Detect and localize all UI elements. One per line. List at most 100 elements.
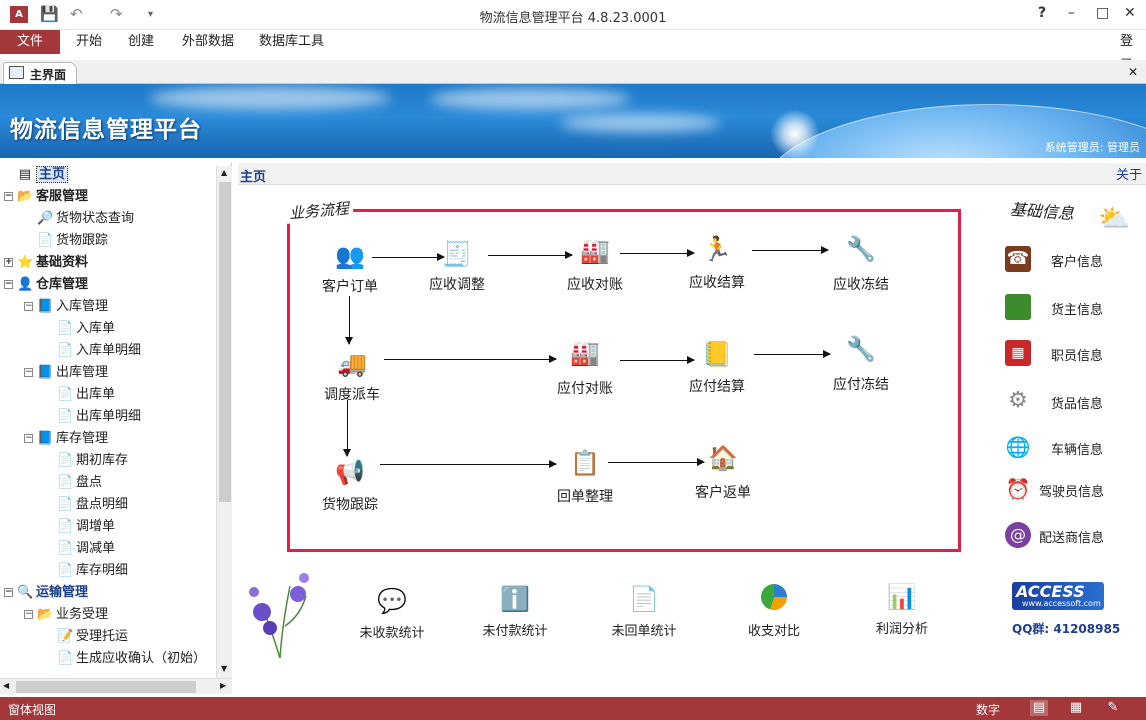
node-ar-settle[interactable]: 🏃应收结算 — [680, 232, 754, 292]
nav-vertical-scrollbar[interactable]: ▲ ▼ — [216, 166, 232, 678]
nav-item[interactable]: ▤主页 — [4, 164, 69, 186]
node-customer-order[interactable]: 👥客户订单 — [314, 242, 386, 296]
stat-unreturned[interactable]: 📄未回单统计 — [594, 584, 694, 639]
form-view-icon[interactable]: ▤ — [1030, 700, 1048, 716]
basic-item-staff[interactable]: ▦ 职员信息 — [1005, 340, 1135, 368]
tree-expander-icon[interactable]: − — [24, 301, 33, 311]
node-tracking[interactable]: 📢货物跟踪 — [312, 456, 388, 514]
tree-expander-icon[interactable]: + — [4, 257, 13, 267]
scroll-thumb[interactable] — [16, 681, 196, 693]
nav-horizontal-scrollbar[interactable]: ◀ ▶ — [0, 678, 232, 694]
signin-link[interactable]: 登录 — [1120, 34, 1134, 73]
tree-item-icon: 👤 — [17, 277, 34, 292]
tab-home[interactable]: 开始 — [76, 34, 103, 49]
stat-income-expense[interactable]: 收支对比 — [724, 584, 824, 639]
nav-item[interactable]: 📝受理托运 — [44, 626, 128, 648]
redo-icon[interactable]: ↷ — [110, 5, 123, 23]
save-icon[interactable]: 💾 — [40, 5, 59, 23]
main-header: 主页 关于 — [238, 163, 1146, 185]
tree-item-icon: 📄 — [57, 497, 74, 512]
basic-item-customer[interactable]: ☎ 客户信息 — [1005, 246, 1104, 272]
node-ap-freeze[interactable]: 🔧应付冻结 — [824, 330, 898, 394]
documents-icon: 📄 — [629, 585, 659, 613]
tab-file[interactable]: 文件 — [0, 30, 60, 54]
tree-expander-icon[interactable]: − — [4, 279, 13, 289]
close-doc-tab-button[interactable]: ✕ — [1128, 65, 1139, 79]
scroll-up-icon[interactable]: ▲ — [221, 168, 228, 177]
basic-item-vehicle[interactable]: 🌐 车辆信息 — [1005, 435, 1104, 459]
nav-item[interactable]: −📂客服管理 — [4, 186, 88, 208]
nav-item[interactable]: −📘出库管理 — [24, 362, 108, 384]
access-app-icon[interactable]: A — [10, 6, 28, 23]
nav-item[interactable]: 📄出库单 — [44, 384, 115, 406]
notebook-pen-icon: 📒 — [702, 340, 732, 368]
node-return[interactable]: 🏠客户返单 — [686, 440, 760, 502]
tree-item-icon: 📘 — [37, 365, 54, 380]
nav-item[interactable]: 📄库存明细 — [44, 560, 128, 582]
tree-expander-icon[interactable]: − — [24, 367, 33, 377]
house-icon: 🏠 — [708, 444, 738, 472]
document-tab-strip: 主界面 ✕ — [0, 60, 1146, 84]
nav-item[interactable]: 📄生成应收确认（初始） — [44, 648, 206, 670]
tab-external-data[interactable]: 外部数据 — [182, 34, 235, 49]
scroll-thumb[interactable] — [219, 182, 231, 502]
tree-expander-icon[interactable]: − — [4, 191, 13, 201]
node-ap-reconcile[interactable]: 🏭应付对账 — [548, 334, 622, 398]
speech-bubble-icon: 💬 — [377, 587, 407, 615]
node-ar-reconcile[interactable]: 🏭应收对账 — [558, 234, 632, 294]
nav-item[interactable]: 📄入库单明细 — [44, 340, 141, 362]
bar-chart-icon: 📊 — [887, 583, 917, 611]
status-bar: 窗体视图 数字 ▤ ▦ ✎ — [0, 697, 1146, 720]
maximize-button[interactable]: □ — [1096, 5, 1110, 21]
nav-item[interactable]: 📄调增单 — [44, 516, 115, 538]
undo-icon[interactable]: ↶ — [70, 5, 83, 23]
scroll-down-icon[interactable]: ▼ — [221, 664, 228, 673]
nav-item[interactable]: 📄盘点 — [44, 472, 102, 494]
nav-item-label: 运输管理 — [36, 585, 89, 600]
nav-item[interactable]: −👤仓库管理 — [4, 274, 88, 296]
basic-item-goods[interactable]: ⚙ 货品信息 — [1005, 388, 1135, 416]
nav-item[interactable]: 📄入库单 — [44, 318, 115, 340]
node-receipt[interactable]: 📋回单整理 — [548, 446, 622, 506]
doc-tab-main[interactable]: 主界面 — [3, 62, 77, 84]
nav-item[interactable]: −📘入库管理 — [24, 296, 108, 318]
nav-item[interactable]: +⭐基础资料 — [4, 252, 88, 274]
tree-expander-icon[interactable]: − — [24, 609, 33, 619]
tree-expander-icon[interactable]: − — [4, 587, 13, 597]
scroll-right-icon[interactable]: ▶ — [220, 681, 227, 690]
nav-item[interactable]: −📘库存管理 — [24, 428, 108, 450]
tree-item-icon: 📄 — [57, 519, 74, 534]
stat-profit[interactable]: 📊利润分析 — [852, 582, 952, 637]
nav-item[interactable]: 📄期初库存 — [44, 450, 128, 472]
nav-item-label: 库存管理 — [56, 431, 109, 446]
nav-item[interactable]: −📂业务受理 — [24, 604, 108, 626]
about-link[interactable]: 关于 — [1115, 168, 1142, 183]
basic-item-driver[interactable]: ⏰ 驾驶员信息 — [1005, 477, 1105, 501]
design-view-icon[interactable]: ✎ — [1107, 700, 1119, 715]
tree-item-icon: 📄 — [57, 453, 74, 468]
close-window-button[interactable]: ✕ — [1124, 5, 1136, 21]
nav-item[interactable]: 📄货物跟踪 — [24, 230, 108, 252]
help-button[interactable]: ? — [1038, 5, 1047, 21]
basic-item-shipper[interactable]: 货主信息 — [1005, 294, 1135, 322]
customize-quick-access-icon[interactable]: ▾ — [148, 9, 154, 20]
node-ar-adjust[interactable]: 🧾应收调整 — [420, 240, 494, 294]
datasheet-view-icon[interactable]: ▦ — [1069, 700, 1083, 715]
basic-item-distributor[interactable]: @ 配送商信息 — [1005, 522, 1135, 550]
node-dispatch[interactable]: 🚚调度派车 — [314, 350, 390, 404]
nav-item[interactable]: 📄调减单 — [44, 538, 115, 560]
tab-create[interactable]: 创建 — [128, 34, 155, 49]
tree-expander-icon[interactable]: − — [24, 433, 33, 443]
scroll-left-icon[interactable]: ◀ — [3, 681, 10, 690]
nav-item[interactable]: 📄出库单明细 — [44, 406, 141, 428]
stat-unreceived[interactable]: 💬未收款统计 — [342, 586, 442, 641]
tab-database-tools[interactable]: 数据库工具 — [259, 34, 325, 49]
minimize-button[interactable]: – — [1068, 5, 1075, 21]
node-ap-settle[interactable]: 📒应付结算 — [680, 338, 754, 396]
nav-item[interactable]: −🔍运输管理 — [4, 582, 88, 604]
node-ar-freeze[interactable]: 🔧应收冻结 — [824, 230, 898, 294]
banner-cloud — [430, 88, 630, 110]
stat-unpaid[interactable]: ℹ️未付款统计 — [465, 584, 565, 639]
nav-item[interactable]: 📄盘点明细 — [44, 494, 128, 516]
nav-item[interactable]: 🔎货物状态查询 — [24, 208, 134, 230]
